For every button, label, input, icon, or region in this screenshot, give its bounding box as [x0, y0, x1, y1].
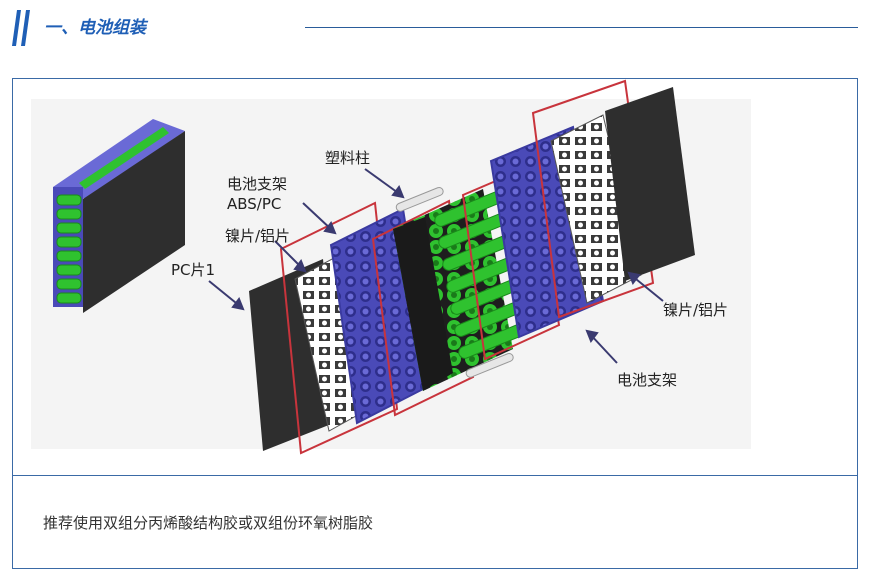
figure-caption: 推荐使用双组分丙烯酸结构胶或双组份环氧树脂胶 — [43, 514, 374, 532]
assembled-pack-illustration — [53, 119, 185, 313]
section-header: 一、电池组装 — [0, 0, 870, 60]
red-frame-middle — [371, 199, 475, 417]
red-frame-left — [279, 201, 399, 455]
back-sheet — [605, 87, 695, 281]
header-slash-icon — [12, 10, 30, 46]
section-title: 一、电池组装 — [44, 18, 146, 38]
leader-arrows — [208, 168, 664, 364]
label-holder-right: 电池支架 — [617, 371, 677, 389]
label-holder-abs-line1: 电池支架 — [227, 175, 287, 193]
content-box: 塑料柱 电池支架 ABS/PC 镍片/铝片 PC片1 镍片/铝片 电池支架 推荐… — [12, 78, 858, 569]
label-plastic-post: 塑料柱 — [325, 149, 370, 167]
red-frame-right — [531, 79, 655, 319]
label-holder-abs-line2: ABS/PC — [227, 195, 281, 213]
battery-assembly-figure: 塑料柱 电池支架 ABS/PC 镍片/铝片 PC片1 镍片/铝片 电池支架 — [13, 79, 857, 475]
label-nickel-left: 镍片/铝片 — [225, 227, 290, 245]
exploded-view-diagram: 塑料柱 电池支架 ABS/PC 镍片/铝片 PC片1 镍片/铝片 电池支架 — [31, 79, 751, 455]
label-pc-sheet: PC片1 — [171, 261, 215, 279]
label-nickel-right: 镍片/铝片 — [663, 301, 728, 319]
box-divider — [13, 475, 857, 476]
header-divider — [305, 27, 858, 28]
